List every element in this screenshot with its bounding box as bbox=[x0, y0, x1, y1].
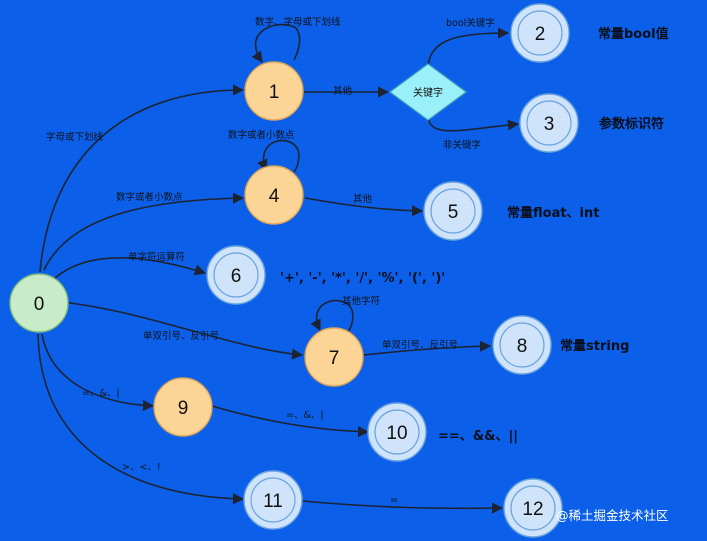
state-4: 4 bbox=[244, 165, 304, 225]
label-edge-0-7: 单双引号、反引号 bbox=[143, 330, 219, 342]
state-1-label: 1 bbox=[269, 82, 280, 103]
desc-state-6: '+', '-', '*', '/', '%', '(', ')' bbox=[280, 271, 445, 286]
state-9-label: 9 bbox=[178, 398, 189, 419]
label-loop-7: 其他字符 bbox=[342, 295, 380, 307]
keyword-decision: 关键字 bbox=[388, 63, 468, 121]
label-edge-0-4: 数字或者小数点 bbox=[116, 191, 183, 203]
label-edge-1-decision: 其他 bbox=[333, 85, 353, 97]
state-4-label: 4 bbox=[269, 186, 280, 207]
edge-7-8 bbox=[363, 340, 492, 356]
label-edge-9-10: =、&、| bbox=[286, 410, 324, 421]
state-7: 7 bbox=[304, 327, 364, 387]
state-2-label: 2 bbox=[535, 24, 546, 45]
state-5: 5 bbox=[423, 181, 483, 241]
desc-state-3: 参数标识符 bbox=[599, 116, 664, 132]
desc-state-10: ==、&&、|| bbox=[438, 429, 518, 444]
label-edge-decision-2: bool关键字 bbox=[446, 17, 495, 29]
state-3-label: 3 bbox=[544, 114, 555, 135]
state-12-label: 12 bbox=[522, 499, 543, 520]
desc-state-2: 常量bool值 bbox=[598, 26, 669, 42]
loop-7 bbox=[310, 299, 354, 333]
state-11-label: 11 bbox=[263, 491, 283, 512]
state-9: 9 bbox=[153, 377, 213, 437]
label-edge-0-6: 单字符运算符 bbox=[128, 251, 185, 263]
edge-11-12 bbox=[301, 500, 504, 514]
label-loop-1: 数字、字母或下划线 bbox=[255, 16, 341, 28]
state-0: 0 bbox=[9, 273, 69, 333]
edge-0-7 bbox=[61, 301, 304, 360]
state-8: 8 bbox=[492, 315, 552, 375]
state-2: 2 bbox=[510, 3, 570, 63]
label-edge-0-1: 字母或下划线 bbox=[46, 131, 104, 143]
edge-9-10 bbox=[211, 405, 370, 438]
state-0-label: 0 bbox=[34, 294, 45, 315]
edge-0-6 bbox=[54, 257, 207, 279]
state-7-label: 7 bbox=[329, 348, 340, 369]
state-10-label: 10 bbox=[386, 423, 407, 444]
label-edge-11-12: = bbox=[390, 495, 398, 506]
edge-decision-3 bbox=[427, 117, 520, 132]
state-10: 10 bbox=[367, 402, 427, 462]
edge-0-1 bbox=[39, 84, 245, 273]
state-1: 1 bbox=[244, 61, 304, 121]
decision-label: 关键字 bbox=[413, 86, 443, 99]
loop-4 bbox=[257, 139, 300, 173]
edge-4-5 bbox=[304, 197, 424, 217]
loop-1 bbox=[251, 23, 301, 63]
watermark-text: @稀土掘金技术社区 bbox=[556, 508, 669, 523]
label-edge-0-11: >、<、! bbox=[122, 462, 161, 473]
label-edge-4-5: 其他 bbox=[353, 193, 373, 205]
label-edge-decision-3: 非关键字 bbox=[443, 139, 481, 151]
edge-0-9 bbox=[41, 333, 155, 412]
state-3: 3 bbox=[519, 93, 579, 153]
state-6-label: 6 bbox=[231, 266, 242, 287]
label-loop-4: 数字或者小数点 bbox=[228, 129, 295, 141]
state-6: 6 bbox=[206, 245, 266, 305]
label-edge-7-8: 单双引号、反引号 bbox=[382, 339, 458, 351]
state-5-label: 5 bbox=[448, 202, 459, 223]
state-11: 11 bbox=[243, 470, 303, 530]
state-12: 12 bbox=[503, 478, 563, 538]
desc-state-5: 常量float、int bbox=[507, 205, 599, 221]
desc-state-8: 常量string bbox=[560, 338, 629, 354]
state-8-label: 8 bbox=[517, 336, 528, 357]
edge-0-4 bbox=[43, 192, 245, 271]
edge-0-11 bbox=[37, 333, 245, 505]
edge-decision-2 bbox=[427, 27, 510, 66]
label-edge-0-9: =、&、| bbox=[82, 388, 120, 399]
